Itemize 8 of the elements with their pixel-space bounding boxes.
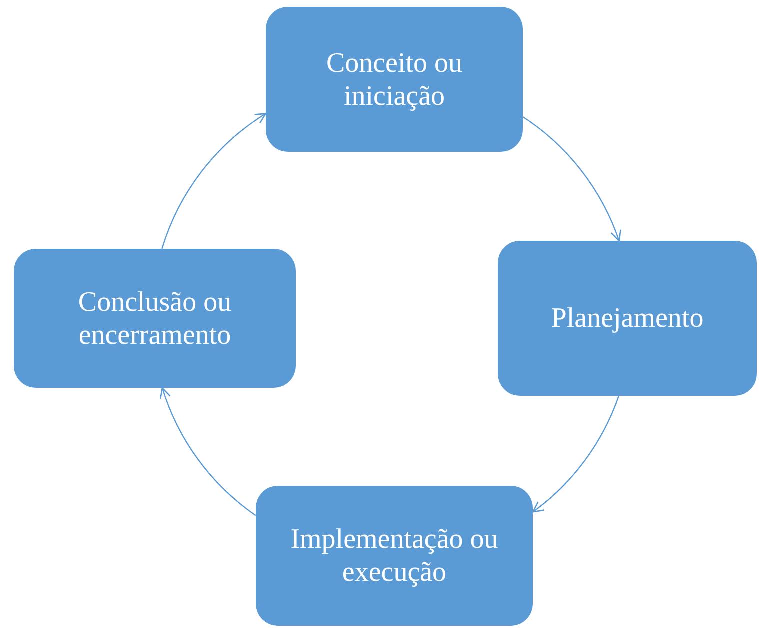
curved-arrow bbox=[162, 113, 267, 250]
stage-box: Conclusão ou encerramento bbox=[14, 249, 296, 388]
curved-arrow bbox=[160, 387, 256, 516]
curved-arrow bbox=[532, 396, 620, 513]
stage-box: Planejamento bbox=[498, 241, 757, 396]
stage-box: Implementação ou execução bbox=[256, 486, 533, 626]
curved-arrow bbox=[522, 116, 621, 242]
stage-box: Conceito ou iniciação bbox=[266, 7, 523, 152]
